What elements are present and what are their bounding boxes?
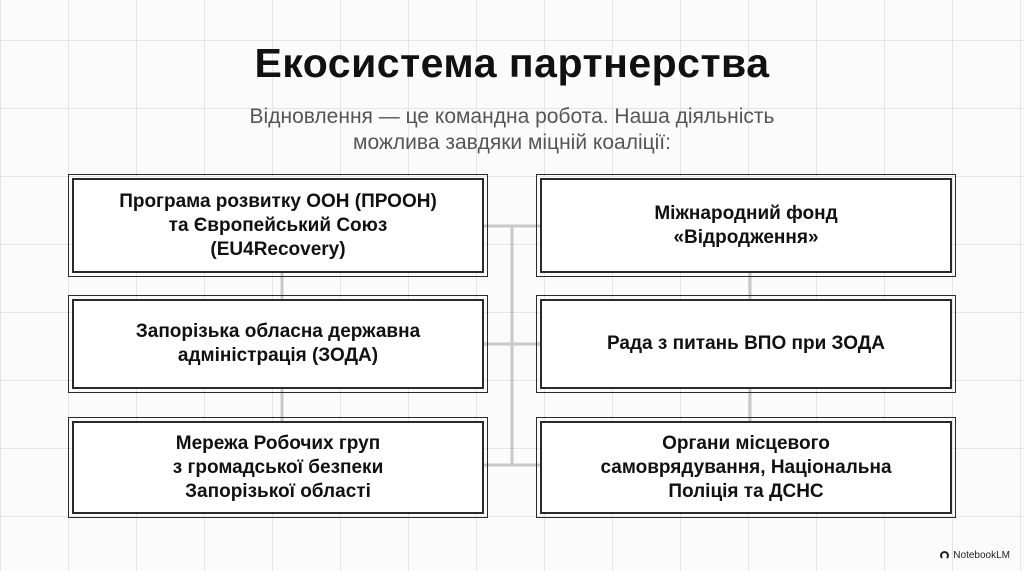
partner-label-line: Мережа Робочих груп <box>175 432 381 454</box>
partner-label-line: адміністрація (ЗОДА) <box>177 345 379 366</box>
partner-label-line: Запорізької області <box>185 480 371 502</box>
partner-box-renaissance-fund: Міжнародний фонд «Відродження» <box>536 174 956 277</box>
partner-label-line: та Європейський Союз <box>168 214 388 236</box>
branding-label: NotebookLM <box>953 550 1010 561</box>
partner-label-line: Органи місцевого <box>662 432 830 454</box>
partner-label-line: з громадської безпеки <box>172 456 384 478</box>
partner-box-local-authorities: Органи місцевого самоврядування, Націона… <box>536 417 956 518</box>
partner-label-line: Запорізька обласна державна <box>135 321 421 342</box>
partner-box-undp-eu: Програма розвитку ООН (ПРООН) та Європей… <box>68 174 488 277</box>
notebooklm-branding: NotebookLM <box>940 550 1010 561</box>
partner-label-line: (EU4Recovery) <box>210 238 346 260</box>
notebooklm-logo-icon <box>940 551 950 560</box>
partner-label-line: самоврядування, Національна <box>600 456 892 478</box>
partner-label-line: Міжнародний фонд <box>654 202 838 224</box>
page-subtitle: Відновлення — це командна робота. Наша д… <box>0 104 1024 156</box>
partner-box-safety-network: Мережа Робочих груп з громадської безпек… <box>68 417 488 518</box>
partner-box-idp-council: Рада з питань ВПО при ЗОДА <box>536 295 956 393</box>
partner-box-zoda: Запорізька обласна державна адміністраці… <box>68 295 488 393</box>
partner-label-line: Програма розвитку ООН (ПРООН) <box>119 190 437 212</box>
partner-label-line: Рада з питань ВПО при ЗОДА <box>607 333 885 354</box>
page-title: Екосистема партнерства <box>254 40 770 86</box>
subtitle-line-2: можлива завдяки міцній коаліції: <box>353 131 671 154</box>
partner-label-line: Поліція та ДСНС <box>668 480 824 502</box>
subtitle-line-1: Відновлення — це командна робота. Наша д… <box>249 105 775 128</box>
partner-label-line: «Відродження» <box>673 226 819 248</box>
